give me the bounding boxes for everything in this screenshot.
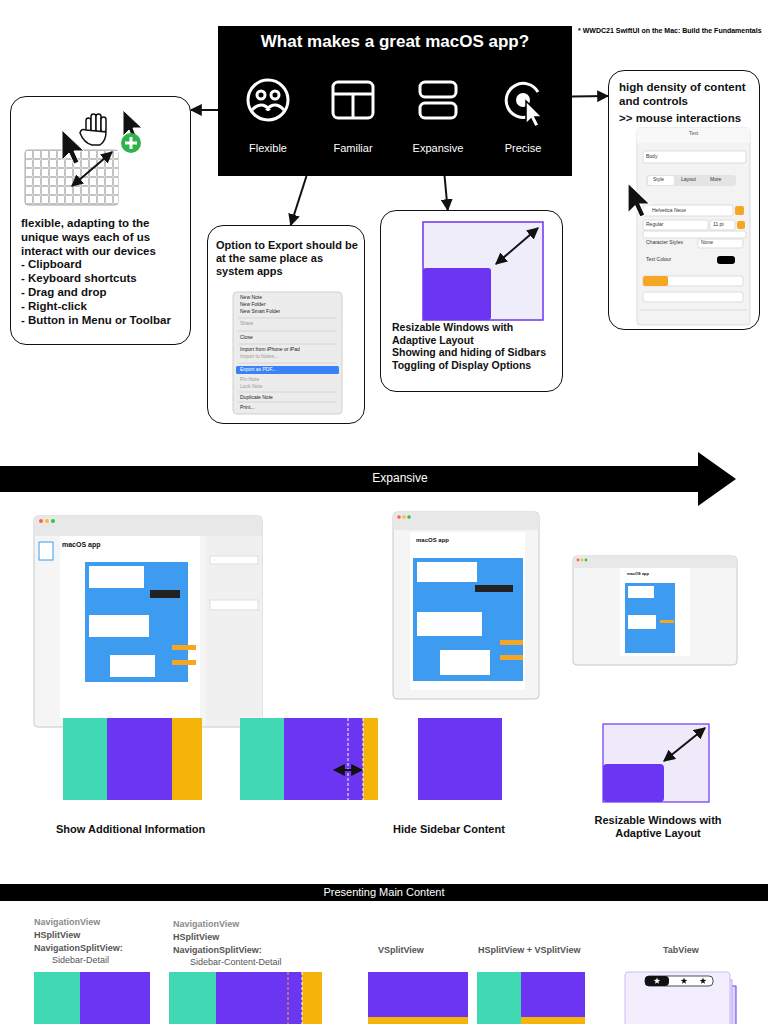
view-type: Sidebar-Detail [52, 955, 109, 965]
menu-item: Share [240, 321, 253, 327]
text-column: high density of content and controls >> m… [609, 71, 759, 125]
window-title: macOS app [62, 541, 101, 549]
section-title: Expansive [330, 471, 470, 485]
menu-item: New Folder [240, 302, 266, 308]
callout-text: Toggling of Display Options [392, 359, 556, 372]
menu-item: Lock Note [240, 384, 263, 390]
view-type: NavigationView [34, 917, 100, 927]
menu-item: New Smart Folder [240, 309, 280, 315]
inspector-text: 11 pt [713, 222, 724, 228]
connector-arrow [291, 176, 307, 225]
connector-arrow [572, 95, 608, 98]
text-column: Resizable Windows with Adaptive LayoutSh… [381, 211, 562, 371]
window-title: macOS app [416, 537, 449, 544]
menu-item: Close [240, 335, 253, 341]
callout-box: Resizable Windows with Adaptive LayoutSh… [380, 210, 563, 392]
text-column: flexible, adapting to the unique ways ea… [11, 97, 190, 327]
inspector-text: Text Colour [646, 257, 671, 263]
principle-label: Familiar [313, 142, 393, 155]
header-box: What makes a great macOS app? Flexible Fam… [218, 26, 572, 176]
view-type: NavigationView [173, 919, 239, 929]
connector-arrow [191, 109, 218, 111]
callout-text: - Drag and drop [21, 286, 182, 300]
view-type: HSplitView + VSplitView [478, 945, 580, 955]
inspector-text: Text [637, 131, 750, 137]
callout-text: - Button in Menu or Toolbar [21, 314, 182, 328]
callout-text: >> mouse interactions [619, 112, 751, 126]
menu-item: Import to Notes... [240, 354, 278, 360]
arrow-band-shape [0, 452, 736, 506]
callout-text: flexible, adapting to the unique ways ea… [21, 217, 182, 258]
inspector-text: Character Styles [646, 240, 683, 246]
callout-box: flexible, adapting to the unique ways ea… [10, 96, 191, 345]
arrow-band-fill [0, 452, 736, 506]
principle-label: Precise [483, 142, 563, 155]
caption: Hide Sidebar Content [393, 823, 505, 836]
callout-box: Option to Export should be at the same p… [207, 225, 365, 424]
callout-text: Resizable Windows with Adaptive Layout [392, 321, 556, 346]
view-type: HSplitView [34, 930, 80, 940]
menu-item: New Note [240, 295, 262, 301]
principle-label: Flexible [228, 142, 308, 155]
menu-item: Import from iPhone or iPad [240, 347, 300, 353]
callout-text: Option to Export should be at the same p… [216, 239, 358, 279]
header-title: What makes a great macOS app? [218, 32, 572, 52]
caption: Resizable Windows with Adaptive Layout [594, 814, 722, 839]
principle-label: Expansive [398, 142, 478, 155]
menu-item: Duplicate Note [240, 395, 273, 401]
inspector-text: Regular [646, 222, 664, 228]
inspector-text: Body [646, 154, 657, 160]
section-band: Expansive [0, 452, 736, 506]
callout-text: Showing and hiding of Sidbars [392, 346, 556, 359]
text-column: Option to Export should be at the same p… [208, 226, 364, 279]
section-title: Presenting Main Content [0, 886, 768, 899]
view-type: HSplitView [173, 932, 219, 942]
inspector-text: Layout [681, 177, 696, 183]
menu-item: Pin Note [240, 377, 259, 383]
menu-item: Export as PDF... [240, 367, 276, 373]
inspector-text: None [701, 240, 713, 246]
caption: Show Additional Information [56, 823, 205, 836]
inspector-text: Helvetica Neue [652, 208, 686, 214]
section-band: Presenting Main Content [0, 884, 768, 901]
view-type: NavigationSplitView: [173, 945, 262, 955]
callout-box: high density of content and controls >> m… [608, 70, 760, 330]
callout-text: - Clipboard [21, 258, 182, 272]
view-type: NavigationSplitView: [34, 943, 123, 953]
connector-arrow [445, 176, 448, 210]
source-note: * WWDC21 SwiftUI on the Mac: Build the F… [578, 27, 763, 35]
view-type: VSplitView [378, 945, 424, 955]
inspector-text: Style [653, 177, 664, 183]
inspector-text: More [710, 177, 721, 183]
view-type: TabView [663, 945, 699, 955]
callout-text: - Keyboard shortcuts [21, 272, 182, 286]
menu-item: Print... [240, 405, 254, 411]
view-type: Sidebar-Content-Detail [190, 957, 282, 967]
window-title: macOS app [627, 572, 649, 577]
callout-text: high density of content and controls [619, 81, 751, 109]
callout-text: - Right-click [21, 300, 182, 314]
